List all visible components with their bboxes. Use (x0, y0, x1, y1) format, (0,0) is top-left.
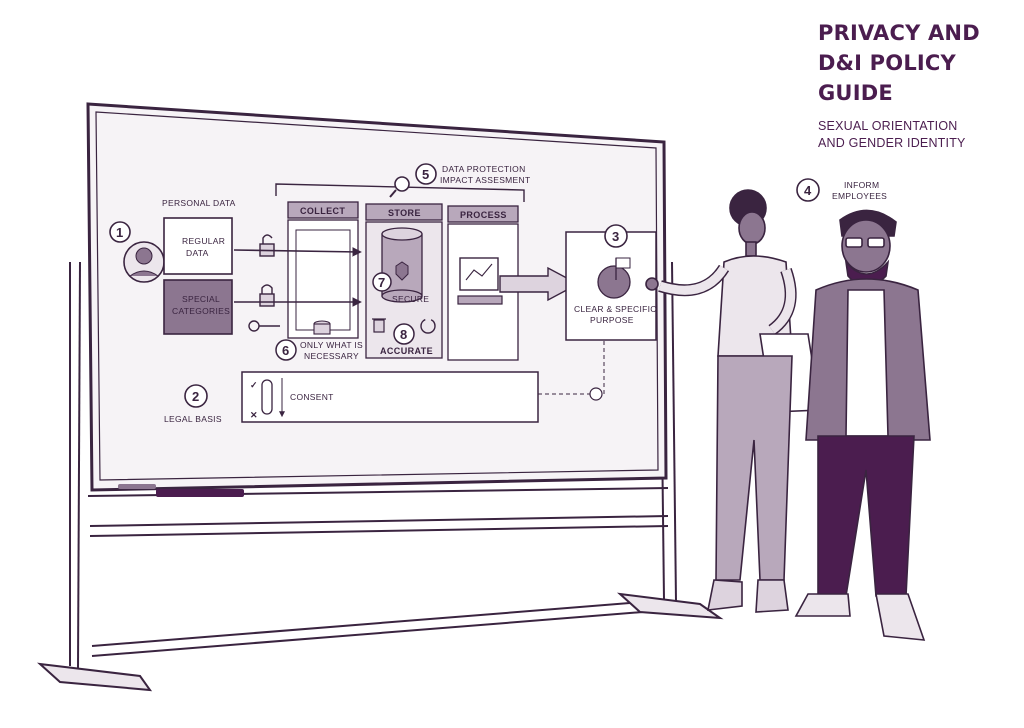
personal-data-label: PERSONAL DATA (162, 198, 236, 208)
number-1: 1 (116, 225, 123, 240)
special-categories-box (163, 279, 233, 335)
dpia-label-line1: DATA PROTECTION (442, 164, 526, 174)
trash-icon (372, 318, 386, 333)
number-6: 6 (282, 343, 289, 358)
number-badge-2 (184, 384, 208, 408)
purpose-line1: CLEAR & SPECIFIC (574, 304, 657, 314)
number-3: 3 (612, 229, 619, 244)
consent-box (241, 371, 539, 423)
person-avatar (123, 241, 165, 283)
regular-data-line1: REGULAR (182, 236, 225, 246)
number-badge-4 (796, 178, 820, 202)
number-badge-1 (109, 221, 131, 243)
necessary-line1: ONLY WHAT IS (300, 340, 363, 350)
number-4: 4 (804, 183, 812, 198)
title-line-3: GUIDE (818, 81, 893, 105)
regular-data-line2: DATA (186, 248, 209, 258)
guide-title: PRIVACY AND D&I POLICY GUIDE SEXUAL ORIE… (818, 18, 1018, 152)
computer-icon (457, 257, 503, 305)
necessary-line2: NECESSARY (304, 351, 359, 361)
regular-data-box (163, 217, 233, 275)
magnifier-icon (389, 176, 410, 198)
data-stack-icon (313, 320, 331, 335)
arrow-to-purpose (499, 266, 580, 302)
number-2: 2 (192, 389, 199, 404)
collect-column (287, 219, 359, 339)
plus-connector (589, 387, 603, 401)
secure-label: SECURE (392, 294, 429, 304)
inform-line1: INFORM (844, 180, 879, 190)
special-categories-line2: CATEGORIES (172, 306, 230, 316)
key-icon (248, 320, 280, 332)
woman-figure (645, 189, 821, 613)
title-line-1: PRIVACY AND (818, 21, 980, 45)
consent-toggle (261, 379, 273, 415)
legal-basis-label: LEGAL BASIS (164, 414, 222, 424)
number-badge-6 (275, 339, 297, 361)
guide-subtitle: SEXUAL ORIENTATION AND GENDER IDENTITY (818, 118, 1018, 152)
title-line-2: D&I POLICY (818, 51, 956, 75)
subtitle-line-1: SEXUAL ORIENTATION (818, 119, 958, 133)
inform-line2: EMPLOYEES (832, 191, 887, 201)
number-badge-3 (604, 224, 628, 248)
number-8: 8 (400, 327, 407, 342)
dpia-label-line2: IMPACT ASSESMENT (440, 175, 530, 185)
subtitle-line-2: AND GENDER IDENTITY (818, 136, 966, 150)
stage-label-collect: COLLECT (300, 206, 345, 216)
refresh-icon (420, 318, 436, 334)
consent-cross-mark: ✕ (250, 410, 258, 420)
database-icon (381, 227, 423, 303)
accurate-label: ACCURATE (380, 346, 433, 356)
stage-header-collect (287, 201, 359, 219)
man-figure (794, 209, 931, 641)
stage-label-store: STORE (388, 208, 421, 218)
number-badge-8 (393, 323, 415, 345)
number-badge-7 (372, 272, 392, 292)
number-badge-5 (415, 163, 437, 185)
special-categories-line1: SPECIAL (182, 294, 220, 304)
whiteboard-stand (36, 261, 724, 692)
marker (118, 484, 156, 489)
stage-header-process (447, 205, 519, 223)
consent-check-mark: ✓ (250, 380, 258, 390)
number-5: 5 (422, 167, 429, 182)
target-icon (597, 257, 631, 299)
purpose-line2: PURPOSE (590, 315, 634, 325)
consent-label: CONSENT (290, 392, 334, 402)
arrow-regular (233, 247, 362, 257)
number-7: 7 (378, 275, 385, 290)
dashed-link (538, 340, 605, 395)
stage-label-process: PROCESS (460, 210, 507, 220)
padlock-closed-icon (259, 284, 275, 307)
stage-header-store (365, 203, 443, 221)
marker-tray (156, 489, 244, 497)
